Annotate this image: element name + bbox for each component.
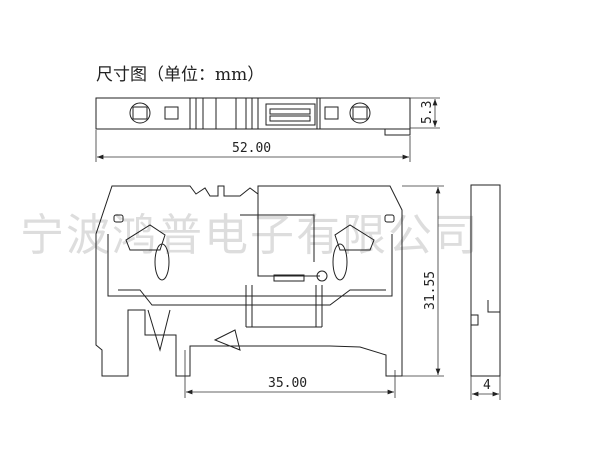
front-height-dimension: 31.55 (402, 185, 444, 377)
top-width-dimension: 52.00 (95, 130, 411, 162)
dim-4: 4 (483, 378, 491, 393)
side-view (470, 184, 501, 377)
dim-5-3: 5.3 (420, 101, 435, 124)
top-view (95, 97, 411, 136)
top-height-dimension: 5.3 (410, 97, 440, 129)
dim-31-55: 31.55 (423, 271, 438, 310)
dim-35: 35.00 (268, 376, 307, 391)
dim-52: 52.00 (232, 141, 271, 156)
front-view (95, 185, 403, 377)
watermark: 宁波鸿普电子有限公司 (20, 210, 480, 261)
drawing-title: 尺寸图（单位：mm） (96, 65, 264, 85)
front-rail-dimension: 35.00 (184, 350, 396, 398)
side-width-dimension: 4 (470, 376, 501, 400)
